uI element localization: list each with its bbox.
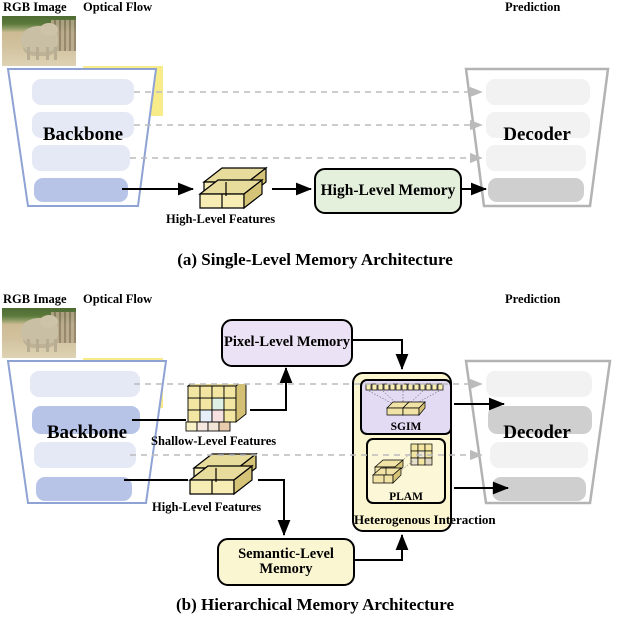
panel-b-high-level-features <box>186 452 258 496</box>
panel-b-caption: (b) Hierarchical Memory Architecture <box>175 595 455 614</box>
panel-a-decoder-layer-4 <box>488 178 584 202</box>
panel-a-decoder-label: Decoder <box>503 124 571 145</box>
panel-a-decoder-layer-3 <box>486 145 586 171</box>
panel-b-pixel-level-memory-label: Pixel-Level Memory <box>223 334 350 351</box>
panel-a-high-level-memory[interactable]: High-Level Memory <box>314 168 462 214</box>
panel-b-semantic-level-memory-label: Semantic-Level Memory <box>238 545 334 577</box>
panel-b-decoder-layer-4 <box>492 477 586 501</box>
panel-b-backbone-layer-1 <box>30 371 140 397</box>
panel-b: RGB Image Optical Flow Prediction Backbo… <box>0 292 630 628</box>
panel-b-shallow-level-features-label: Shallow-Level Features <box>151 434 277 448</box>
panel-a-backbone-layer-4 <box>34 178 128 202</box>
panel-b-decoder: Decoder <box>462 359 614 505</box>
panel-b-sgim-label: SGIM <box>390 420 422 433</box>
panel-a-rgb-label: RGB Image <box>3 0 67 14</box>
panel-b-plam-module[interactable]: PLAM <box>366 438 446 504</box>
panel-b-backbone-layer-3 <box>34 442 136 468</box>
panel-a-flow-label: Optical Flow <box>83 0 153 14</box>
panel-a-caption: (a) Single-Level Memory Architecture <box>177 250 453 269</box>
panel-a: RGB Image Optical Flow Prediction Backbo… <box>0 0 630 275</box>
panel-a-decoder: Decoder <box>462 67 612 208</box>
panel-a-backbone-layer-3 <box>32 145 130 171</box>
panel-b-decoder-layer-3 <box>490 442 588 468</box>
panel-b-backbone-layer-4 <box>36 477 132 501</box>
panel-a-high-level-features <box>196 166 268 210</box>
panel-a-backbone-layer-2 <box>32 112 134 138</box>
panel-a-high-level-memory-label: High-Level Memory <box>320 181 456 199</box>
panel-b-rgb-image <box>2 308 76 358</box>
panel-b-prediction-label: Prediction <box>505 292 561 306</box>
panel-a-prediction-label: Prediction <box>505 0 561 14</box>
panel-a-backbone-layer-1 <box>32 79 134 105</box>
panel-b-high-level-features-label: High-Level Features <box>152 500 262 514</box>
panel-b-pixel-level-memory[interactable]: Pixel-Level Memory <box>221 319 353 367</box>
panel-b-flow-label: Optical Flow <box>83 292 153 306</box>
panel-b-backbone: Backbone <box>6 360 168 505</box>
panel-b-decoder-layer-2 <box>488 406 592 434</box>
panel-b-shallow-level-features <box>184 377 250 432</box>
panel-a-decoder-layer-2 <box>486 112 590 138</box>
panel-b-backbone-label: Backbone <box>46 422 128 443</box>
panel-a-high-level-features-label: High-Level Features <box>166 212 276 226</box>
panel-b-heterogenous-interaction-label: Heterogenous Interaction <box>354 511 496 527</box>
panel-b-backbone-layer-2 <box>32 406 140 434</box>
panel-a-backbone: Backbone <box>6 68 158 208</box>
panel-b-decoder-label: Decoder <box>503 422 571 443</box>
panel-a-decoder-layer-1 <box>486 79 590 105</box>
panel-b-plam-label: PLAM <box>389 490 423 503</box>
panel-b-heterogenous-interaction[interactable]: SGIM <box>352 372 496 532</box>
panel-b-decoder-layer-1 <box>486 371 592 397</box>
panel-a-backbone-label: Backbone <box>42 124 124 145</box>
panel-b-semantic-level-memory[interactable]: Semantic-Level Memory <box>217 538 355 586</box>
panel-b-rgb-label: RGB Image <box>3 292 67 306</box>
panel-a-rgb-image <box>2 16 76 66</box>
panel-b-sgim-module[interactable]: SGIM <box>360 379 452 435</box>
